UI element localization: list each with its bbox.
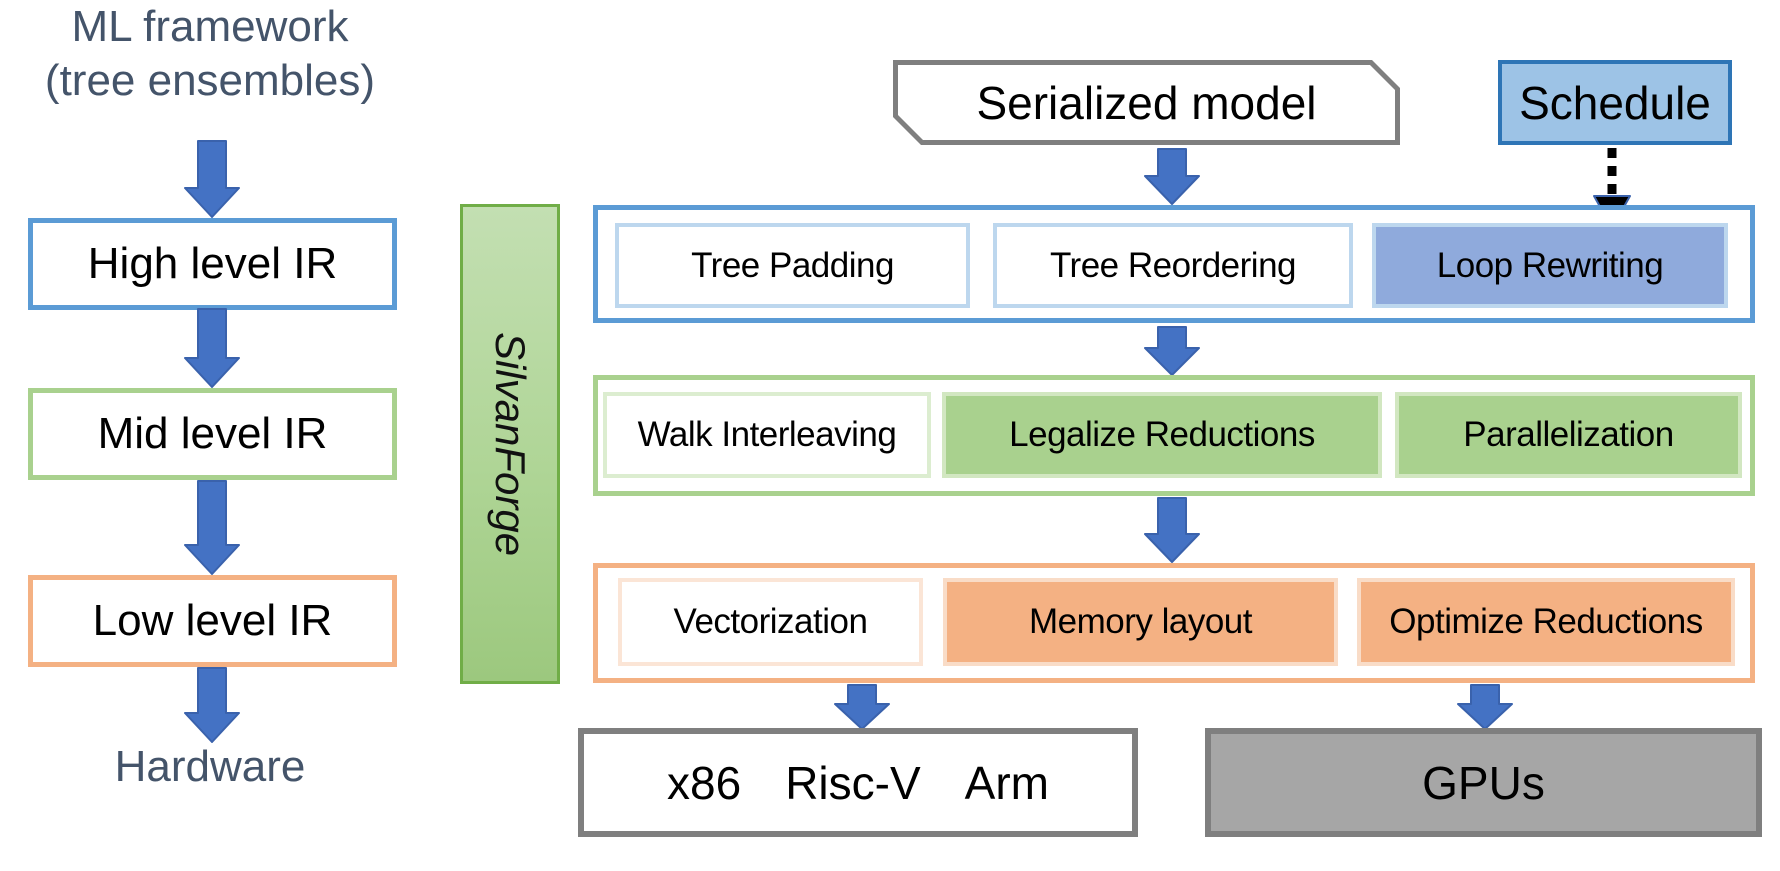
gpu-target-box: GPUs [1205,728,1762,837]
pass-optimize-reductions: Optimize Reductions [1357,578,1735,666]
high-level-ir-box: High level IR [28,218,397,310]
pass-legalize-reductions: Legalize Reductions [942,392,1382,478]
pass-memory-layout: Memory layout [943,578,1338,666]
mid-level-ir-label: Mid level IR [97,409,328,458]
arrow-mid-to-low-icon [184,480,240,575]
low-level-ir-label: Low level IR [92,596,333,645]
mid-level-pass-row: Walk Interleaving Legalize Reductions Pa… [593,375,1755,496]
cpu-target-riscv: Risc-V [785,756,921,809]
serialized-model-box: Serialized model [893,60,1400,145]
arrow-midrow-to-lowrow-icon [1144,497,1200,563]
cpu-targets-box: x86 Risc-V Arm [578,728,1138,837]
serialized-model-inner: Serialized model [898,65,1395,140]
arrow-lowrow-to-cpu-icon [834,684,890,730]
high-level-ir-label: High level IR [87,239,338,288]
high-level-pass-row: Tree Padding Tree Reordering Loop Rewrit… [593,205,1755,323]
serialized-model-label: Serialized model [976,76,1317,129]
silvanforge-label: SilvanForge [487,331,535,557]
pass-tree-padding: Tree Padding [615,223,970,308]
silvanforge-banner: SilvanForge [460,204,560,684]
cpu-target-x86: x86 [667,756,742,809]
hardware-label: Hardware [114,742,306,791]
pass-walk-interleaving: Walk Interleaving [603,392,931,478]
ml-framework-line2: (tree ensembles) [44,55,376,105]
cpu-target-arm: Arm [964,756,1049,809]
ml-framework-label: ML framework (tree ensembles) [0,0,420,107]
pass-vectorization: Vectorization [618,578,923,666]
gpu-target-label: GPUs [1422,756,1545,809]
arrow-highrow-to-midrow-icon [1144,326,1200,376]
arrow-ml-to-high-icon [184,140,240,218]
arrow-low-to-hardware-icon [184,667,240,743]
schedule-label: Schedule [1519,76,1711,129]
schedule-box: Schedule [1498,60,1732,145]
ml-framework-line1: ML framework [71,2,349,51]
arrow-lowrow-to-gpu-icon [1457,684,1513,730]
pass-tree-reordering: Tree Reordering [993,223,1353,308]
mid-level-ir-box: Mid level IR [28,388,397,480]
low-level-pass-row: Vectorization Memory layout Optimize Red… [593,563,1755,683]
arrow-high-to-mid-icon [184,308,240,388]
low-level-ir-box: Low level IR [28,575,397,667]
arrow-model-to-highrow-icon [1144,148,1200,205]
pass-parallelization: Parallelization [1395,392,1742,478]
pass-loop-rewriting: Loop Rewriting [1372,223,1728,308]
